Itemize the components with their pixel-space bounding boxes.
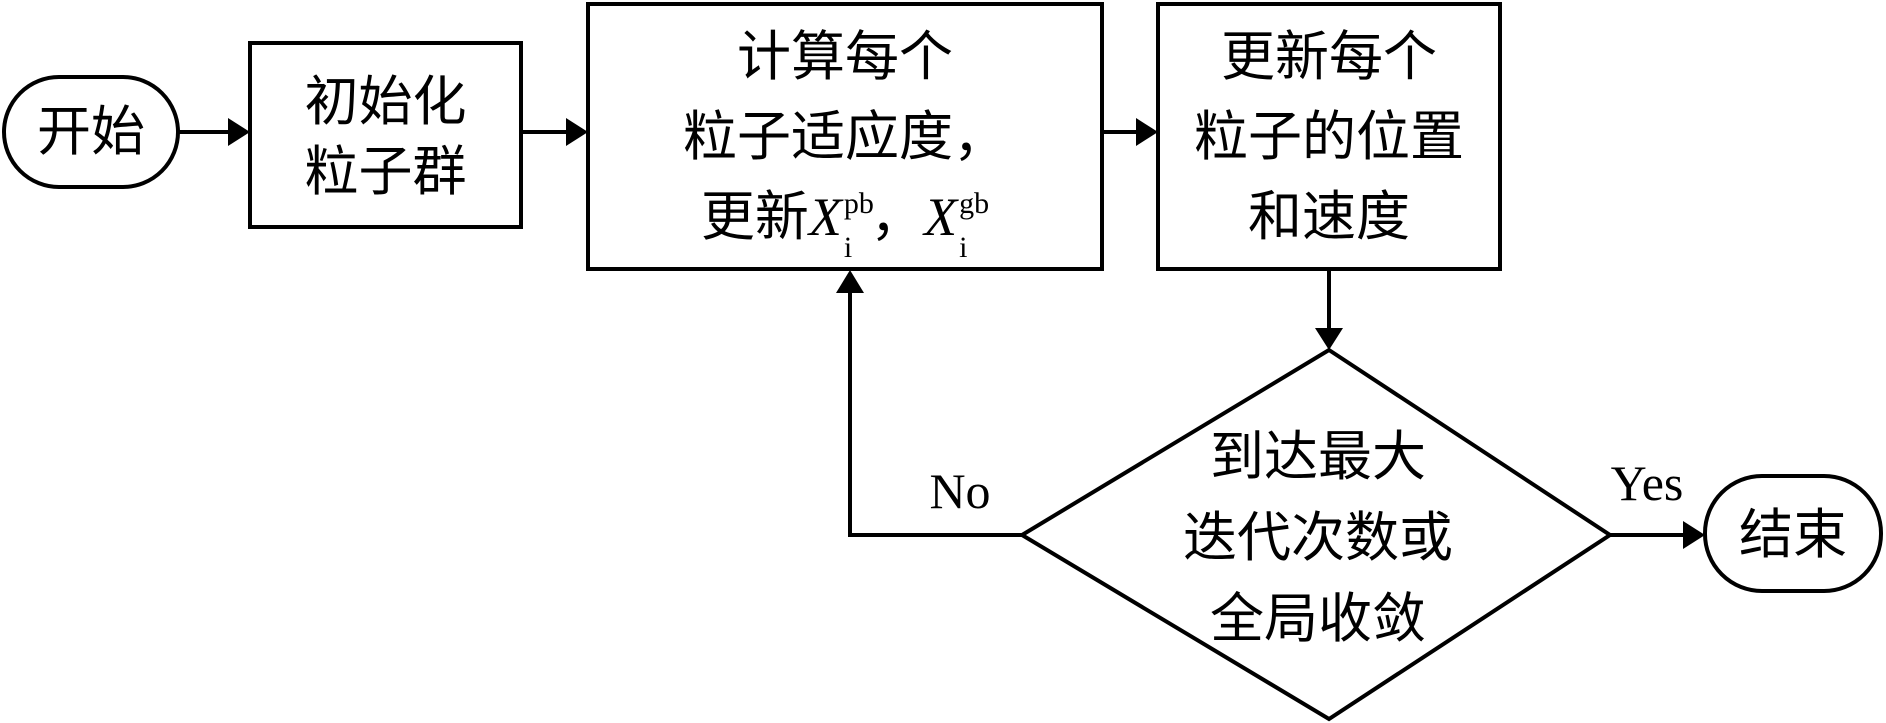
decision-label-line-2: 迭代次数或 [1183,506,1453,569]
arrow-fitness-to-update [1102,118,1158,146]
arrow-start-to-init [178,118,250,146]
yes-branch-label: Yes [1611,455,1684,511]
init-node: 初始化 粒子群 [248,41,523,229]
arrow-init-to-fitness [521,118,588,146]
decision-label-line-1: 到达最大 [1210,425,1426,488]
end-node: 结束 [1703,474,1883,593]
update-process-box [1156,2,1502,271]
end-label: 结束 [1739,503,1847,566]
init-process-box [248,41,523,229]
decision-diamond-shape [1018,347,1614,722]
start-node: 开始 [2,75,180,189]
update-node: 更新每个 粒子的位置 和速度 [1156,2,1502,271]
arrow-no-loop: No [836,270,1022,537]
fitness-label-line-2: 粒子适应度， [683,105,1007,168]
no-branch-label: No [929,463,990,519]
fitness-label-line-1: 计算每个 [737,25,953,88]
decision-label-line-3: 全局收敛 [1210,587,1426,650]
arrow-update-to-decision [1315,269,1343,350]
start-label: 开始 [37,100,145,163]
update-label-line-1: 更新每个 [1221,25,1437,88]
init-label-line-1: 初始化 [305,70,467,133]
decision-node: 到达最大 迭代次数或 全局收敛 [1018,347,1614,722]
fitness-process-box [586,2,1104,271]
init-label-line-2: 粒子群 [305,140,467,203]
end-terminal-shape [1703,474,1883,593]
update-label-line-3: 和速度 [1248,185,1410,248]
arrow-yes-to-end: Yes [1610,455,1705,549]
update-label-line-2: 粒子的位置 [1194,105,1464,168]
